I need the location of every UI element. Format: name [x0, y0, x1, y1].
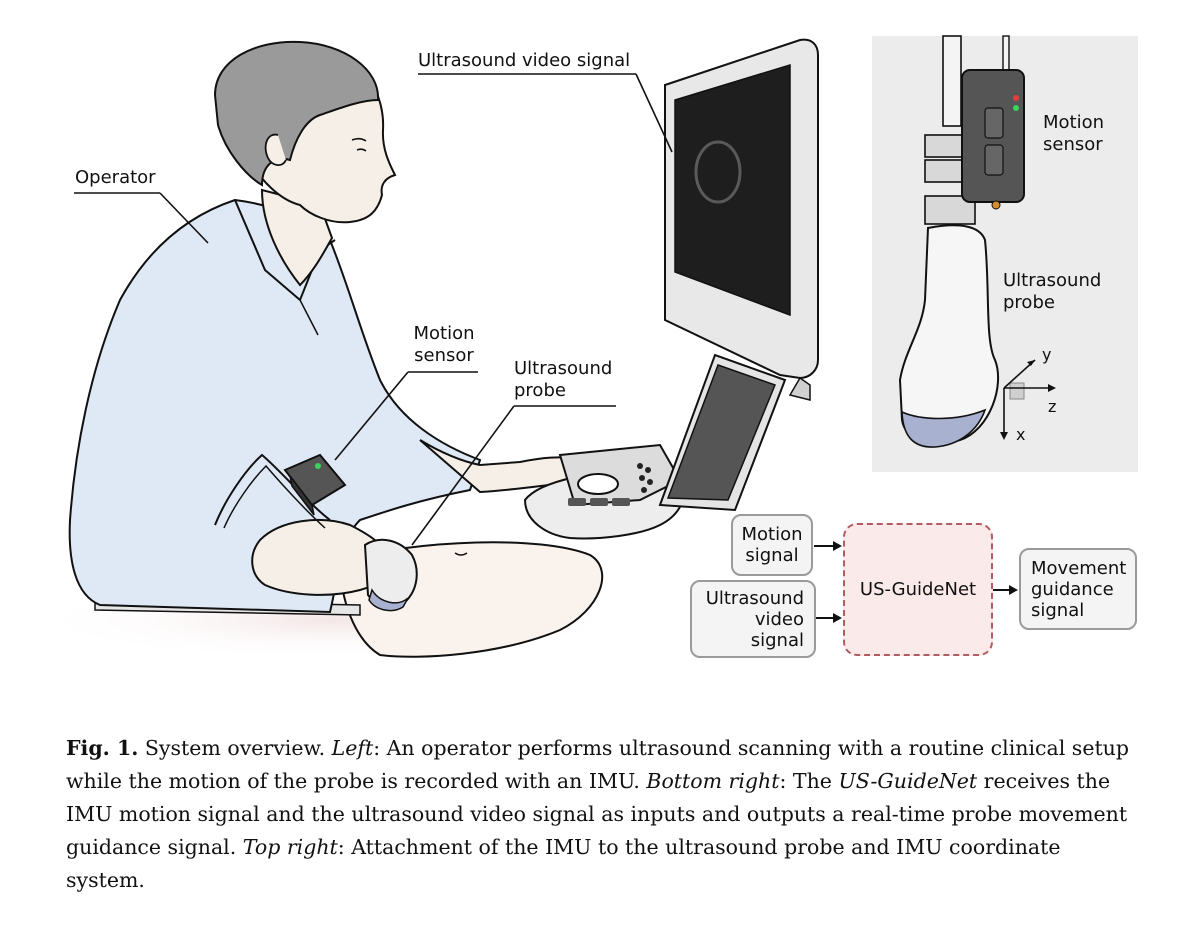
probe-inset [898, 224, 1000, 445]
box-guidance-signal: Movement guidance signal [1019, 548, 1137, 630]
motion-sensor-left [283, 453, 347, 516]
panel-key-1 [568, 498, 586, 506]
axis-origin [1009, 382, 1025, 400]
caption-net-name: US-GuideNet [838, 769, 978, 793]
operator-hair [213, 40, 380, 187]
caption-bottom-right: Bottom right [646, 769, 780, 793]
figure-illustration: Ultrasound video signal Operator Motion … [30, 35, 1138, 660]
shirt-placket [299, 299, 319, 336]
caption-text-5: : Attachment of the IMU to the ultrasoun… [66, 835, 1061, 892]
box-us-guidenet: US-GuideNet [843, 523, 993, 656]
operator-eye [356, 148, 367, 152]
operator-ear [264, 133, 287, 166]
operator-shirt [68, 198, 482, 614]
box-motion-signal: Motion signal [731, 514, 813, 576]
label-probe-left: Ultrasound probe [514, 358, 613, 401]
label-operator: Operator [75, 167, 156, 188]
inset-clamp-2 [924, 159, 966, 183]
label-probe-inset: Ultrasound probe [1003, 270, 1102, 313]
monitor-stand [788, 376, 811, 401]
arrow-video-head [833, 613, 842, 623]
caption-text-4: receives the IMU motion signal and the u… [66, 769, 1128, 859]
panel-key-2 [590, 498, 608, 506]
arrow-motion-head [833, 541, 842, 551]
probe-inset-tip [901, 408, 987, 448]
motion-sensor-inset [961, 69, 1025, 210]
panel-key-3 [612, 498, 630, 506]
touchscreen-display [666, 364, 776, 501]
box-video-signal: Ultrasound video signal [690, 580, 816, 658]
trackball [577, 473, 619, 495]
monitor-screen [674, 63, 791, 317]
label-motion-sensor-inset: Motion sensor [1043, 112, 1105, 155]
probe-left-tip [368, 588, 409, 612]
operator-brow [351, 137, 367, 142]
inset-clamp-1 [924, 134, 966, 158]
probe-cable-2 [223, 464, 326, 529]
axis-z-label: z [1048, 397, 1057, 416]
axis-y-arrow [1027, 360, 1035, 366]
axis-z-arrow [1048, 384, 1056, 392]
leader-video-d [635, 73, 673, 153]
panel-buttons [637, 463, 653, 493]
axis-x-arrow [1000, 432, 1008, 440]
leader-operator-d [159, 192, 209, 244]
caption-top-right: Top right [242, 835, 338, 859]
leader-probe-d [411, 405, 515, 546]
caption-left: Left [331, 736, 374, 760]
figure-caption: Fig. 1. System overview. Left: An operat… [66, 732, 1140, 897]
caption-text-2: : An operator performs ultrasound scanni… [66, 736, 1130, 793]
label-video-signal: Ultrasound video signal [418, 50, 631, 71]
caption-text-1: System overview. [138, 736, 332, 760]
inset-pole [942, 35, 962, 127]
axis-x-label: x [1016, 425, 1026, 444]
patient-navel [454, 552, 468, 556]
label-motion-sensor-left: Motion sensor [413, 323, 475, 366]
caption-fig-number: Fig. 1. [66, 736, 139, 760]
axis-y-label: y [1042, 345, 1052, 364]
arrow-output-head [1009, 585, 1018, 595]
scene-drawing [30, 35, 1138, 660]
monitor-scan-image [694, 140, 742, 204]
leader-sensor-d [334, 371, 409, 461]
caption-text-3: : The [779, 769, 839, 793]
